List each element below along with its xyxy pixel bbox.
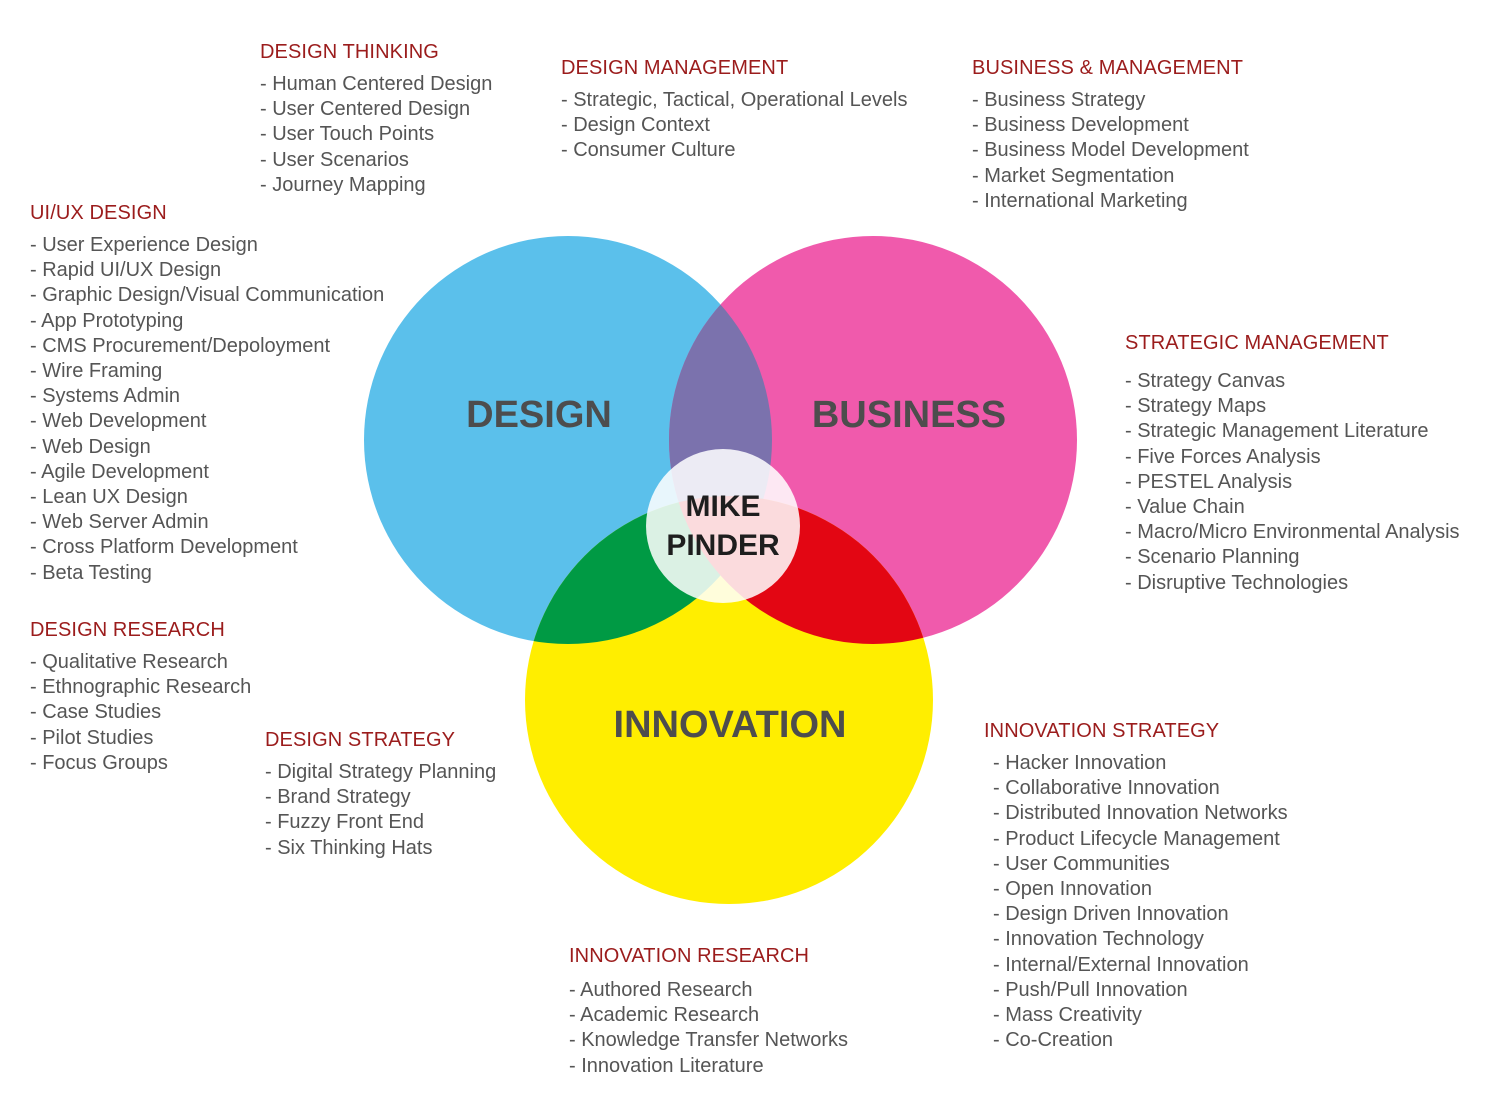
innovation-research-title: INNOVATION RESEARCH: [569, 945, 810, 967]
list-item: - Beta Testing: [30, 561, 152, 584]
list-item: - Hacker Innovation: [993, 752, 1167, 774]
list-item: - Knowledge Transfer Networks: [569, 1029, 849, 1052]
innovation-research-group: INNOVATION RESEARCH - Authored Research -…: [569, 944, 848, 1079]
business-innovation-overlap: [669, 496, 933, 644]
list-item: - Distributed Innovation Networks: [993, 802, 1288, 825]
strategic-management-group: STRATEGIC MANAGEMENT - Strategy Canvas- …: [1125, 331, 1460, 596]
list-item: - Push/Pull Innovation: [993, 978, 1188, 1001]
design-management-group: DESIGN MANAGEMENT - Strategic, Tactical,…: [561, 56, 907, 164]
design-research-title: DESIGN RESEARCH: [30, 619, 225, 641]
list-item: - Product Lifecycle Management: [993, 827, 1280, 850]
list-item: - CMS Procurement/Depoloyment: [30, 334, 331, 357]
uiux-design-title: UI/UX DESIGN: [30, 202, 167, 224]
design-innovation-overlap: [525, 496, 772, 644]
list-item: - User Scenarios: [260, 148, 409, 171]
list-item: - Strategic Management Literature: [1125, 420, 1429, 443]
list-item: - Design Driven Innovation: [993, 903, 1229, 926]
list-item: - Six Thinking Hats: [265, 836, 433, 859]
list-item: - Web Server Admin: [30, 511, 209, 534]
innovation-research-list: - Authored Research- Academic Research- …: [569, 978, 848, 1079]
list-item: - App Prototyping: [30, 309, 184, 332]
list-item: - Ethnographic Research: [30, 676, 252, 699]
design-strategy-group: DESIGN STRATEGY - Digital Strategy Plann…: [265, 728, 496, 861]
center-circle: [646, 449, 800, 603]
innovation-strategy-list: - Hacker Innovation - Collaborative Innov…: [993, 751, 1288, 1053]
list-item: - Rapid UI/UX Design: [30, 259, 222, 282]
strategic-management-title: STRATEGIC MANAGEMENT: [1125, 332, 1389, 354]
list-item: - Macro/Micro Environmental Analysis: [1125, 521, 1460, 544]
list-item: - Web Design: [30, 435, 151, 458]
list-item: - Business Model Development: [972, 139, 1249, 162]
innovation-strategy-title: INNOVATION STRATEGY: [984, 720, 1220, 742]
business-management-title: BUSINESS & MANAGEMENT: [972, 57, 1244, 79]
list-item: - Value Chain: [1125, 496, 1245, 519]
list-item: - Disruptive Technologies: [1125, 571, 1349, 594]
design-research-list: - Qualitative Research - Ethnographic Res…: [30, 650, 251, 776]
list-item: - Co-Creation: [993, 1029, 1114, 1052]
list-item: - Internal/External Innovation: [993, 953, 1249, 976]
list-item: - User Centered Design: [260, 98, 471, 121]
business-circle-label: BUSINESS: [812, 394, 1006, 436]
list-item: - Web Development: [30, 410, 207, 433]
list-item: - Fuzzy Front End: [265, 811, 424, 834]
list-item: - Strategy Canvas: [1125, 370, 1286, 392]
list-item: - Pilot Studies: [30, 726, 154, 749]
list-item: - Innovation Literature: [569, 1054, 764, 1077]
list-item: - PESTEL Analysis: [1125, 470, 1293, 493]
design-strategy-list: - Digital Strategy Planning - Brand Strat…: [265, 760, 496, 861]
list-item: - Focus Groups: [30, 751, 168, 774]
design-management-title: DESIGN MANAGEMENT: [561, 57, 789, 79]
uiux-design-list: - User Experience Design - Rapid UI/UX De…: [30, 233, 384, 586]
center-name-line1: MIKE: [686, 490, 761, 523]
list-item: - Digital Strategy Planning: [265, 761, 497, 783]
design-thinking-group: DESIGN THINKING - Human Centered Design-…: [260, 40, 492, 198]
list-item: - Case Studies: [30, 701, 162, 724]
list-item: - User Communities: [993, 852, 1170, 875]
innovation-strategy-group: INNOVATION STRATEGY - Hacker Innovation-…: [984, 719, 1288, 1053]
list-item: - International Marketing: [972, 189, 1188, 212]
list-item: - User Experience Design: [30, 234, 258, 256]
innovation-circle-label: INNOVATION: [614, 704, 847, 746]
list-item: - Strategic, Tactical, Operational Level…: [561, 89, 908, 111]
list-item: - Business Development: [972, 114, 1189, 137]
design-management-list: - Strategic, Tactical, Operational Level…: [561, 88, 907, 164]
design-thinking-list: - Human Centered Design - User Centered D…: [260, 72, 492, 198]
list-item: - Cross Platform Development: [30, 536, 298, 559]
center-name-line2: PINDER: [666, 529, 780, 562]
list-item: - Authored Research: [569, 979, 753, 1001]
design-circle-label: DESIGN: [466, 394, 612, 436]
design-thinking-title: DESIGN THINKING: [260, 41, 439, 63]
list-item: - Collaborative Innovation: [993, 777, 1220, 800]
list-item: - Graphic Design/Visual Communication: [30, 284, 385, 307]
list-item: - Market Segmentation: [972, 164, 1175, 187]
list-item: - Innovation Technology: [993, 928, 1204, 951]
design-research-group: DESIGN RESEARCH - Qualitative Research- …: [30, 618, 251, 776]
list-item: - Wire Framing: [30, 360, 163, 383]
list-item: - Consumer Culture: [561, 139, 736, 162]
list-item: - Qualitative Research: [30, 651, 228, 673]
list-item: - Academic Research: [569, 1004, 760, 1027]
list-item: - Agile Development: [30, 460, 209, 483]
list-item: - User Touch Points: [260, 123, 435, 146]
business-management-group: BUSINESS & MANAGEMENT - Business Strateg…: [972, 56, 1249, 214]
list-item: - Five Forces Analysis: [1125, 445, 1321, 468]
list-item: - Systems Admin: [30, 385, 181, 408]
list-item: - Human Centered Design: [260, 73, 493, 95]
design-strategy-title: DESIGN STRATEGY: [265, 729, 456, 751]
uiux-design-group: UI/UX DESIGN - User Experience Design - R…: [30, 201, 384, 586]
list-item: - Journey Mapping: [260, 173, 426, 196]
list-item: - Mass Creativity: [993, 1004, 1142, 1027]
list-item: - Business Strategy: [972, 89, 1146, 111]
list-item: - Lean UX Design: [30, 486, 188, 509]
list-item: - Open Innovation: [993, 878, 1152, 901]
list-item: - Strategy Maps: [1125, 395, 1267, 418]
business-management-list: - Business Strategy - Business Developmen…: [972, 88, 1249, 214]
list-item: - Brand Strategy: [265, 786, 411, 809]
list-item: - Scenario Planning: [1125, 546, 1300, 569]
strategic-management-list: - Strategy Canvas - Strategy Maps- Strate…: [1125, 369, 1460, 596]
list-item: - Design Context: [561, 114, 710, 137]
